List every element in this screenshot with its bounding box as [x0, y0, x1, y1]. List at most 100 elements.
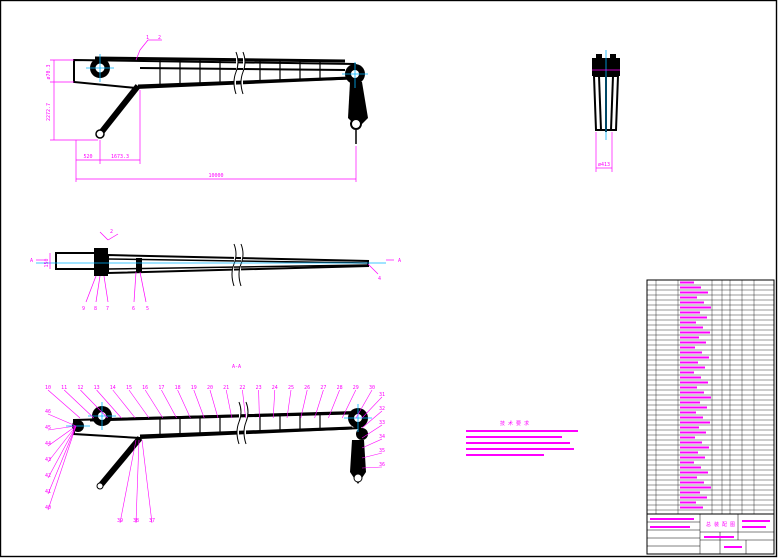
- balloon-44: 44: [45, 441, 51, 447]
- balloon-44-leader: [47, 425, 77, 447]
- balloon-29-leader: [341, 389, 357, 419]
- balloon-13: 13: [94, 385, 100, 391]
- balloon-46-leader: [47, 413, 77, 427]
- balloon-12-leader: [80, 389, 108, 419]
- balloon-26-leader: [300, 389, 308, 419]
- plan-balloon-2: 2: [110, 229, 113, 235]
- balloon-27-leader: [314, 389, 324, 419]
- balloon-24: 24: [272, 385, 278, 391]
- break-line: [233, 51, 246, 95]
- balloon-33: 33: [379, 420, 385, 426]
- plan-balloon-6: 6: [132, 306, 135, 312]
- balloon-22-leader: [242, 389, 246, 419]
- balloon-17: 17: [158, 385, 164, 391]
- boom-struts: [159, 58, 321, 86]
- balloon-16-leader: [144, 389, 164, 419]
- balloon-28: 28: [337, 385, 343, 391]
- balloon-45-leader: [47, 425, 77, 431]
- balloon-37: 37: [149, 518, 155, 524]
- balloon-39-leader: [119, 439, 137, 524]
- technical-notes: 技 术 要 求: [466, 420, 578, 456]
- section-mark-left: A: [30, 258, 33, 264]
- balloon-26: 26: [304, 385, 310, 391]
- balloon-42: 42: [45, 473, 51, 479]
- balloon-35-leader: [361, 452, 383, 459]
- boom-rail-bottom: [137, 76, 351, 88]
- hook-arm: [348, 82, 368, 128]
- balloon-13-leader: [96, 389, 122, 419]
- balloon-41-leader: [47, 425, 77, 495]
- side-view: ø413: [592, 50, 620, 172]
- balloon-42-leader: [47, 425, 77, 479]
- balloon-19-leader: [193, 389, 205, 419]
- balloon-27: 27: [320, 385, 326, 391]
- balloon-20: 20: [207, 385, 213, 391]
- balloon-30: 30: [369, 385, 375, 391]
- balloon-15-leader: [128, 389, 150, 419]
- title-block: 总 装 配 图: [646, 513, 775, 555]
- dim-mid: 1673.3: [111, 154, 129, 160]
- notes-title: 技 术 要 求: [500, 420, 529, 427]
- dim-left: 520: [83, 154, 92, 160]
- balloon-40: 40: [45, 505, 51, 511]
- boom-rail-mid: [139, 67, 346, 71]
- balloon-10: 10: [45, 385, 51, 391]
- balloon-37-leader: [141, 439, 153, 524]
- balloon-33-leader: [361, 424, 383, 439]
- balloon-38-leader: [135, 439, 140, 524]
- balloon-15: 15: [126, 385, 132, 391]
- balloon-20-leader: [209, 389, 219, 419]
- balloon-16: 16: [142, 385, 148, 391]
- balloon-24-leader: [272, 389, 276, 419]
- section-mark-right: A: [398, 258, 401, 264]
- balloon-38: 38: [133, 518, 139, 524]
- balloon-12: 12: [77, 385, 83, 391]
- plan-balloon-9: 9: [82, 306, 85, 312]
- balloon-40-leader: [47, 425, 77, 511]
- balloon-45: 45: [45, 425, 51, 431]
- top-view: ø70.3 2272.7 520 1673.3 10000 1 2: [46, 35, 368, 182]
- section-title: A-A: [232, 364, 241, 370]
- balloon-14-leader: [112, 389, 136, 419]
- balloon-46: 46: [45, 409, 51, 415]
- balloon-18-leader: [177, 389, 191, 419]
- balloon-30-leader: [355, 389, 373, 419]
- balloon-25-leader: [286, 389, 292, 419]
- parts-list: [646, 279, 775, 515]
- balloon-18: 18: [175, 385, 181, 391]
- dim-height: 2272.7: [46, 103, 52, 121]
- balloon-28-leader: [328, 389, 340, 419]
- balloon-23: 23: [256, 385, 262, 391]
- dim-total: 10000: [208, 173, 223, 179]
- plan-view: A A 150 2 9 8 7 6 5 4: [30, 229, 401, 312]
- plan-balloon-4: 4: [378, 276, 381, 282]
- balloon-21-leader: [225, 389, 233, 419]
- balloon-36-leader: [361, 466, 383, 469]
- balloon-23-leader: [258, 389, 260, 419]
- balloon-11: 11: [61, 385, 67, 391]
- balloon-31: 31: [379, 392, 385, 398]
- balloon-25: 25: [288, 385, 294, 391]
- balloon-32-leader: [361, 410, 383, 429]
- balloon-41: 41: [45, 489, 51, 495]
- balloon-29: 29: [353, 385, 359, 391]
- brace: [97, 84, 141, 136]
- dim-small: ø70.3: [46, 64, 52, 79]
- balloon-11-leader: [63, 389, 95, 419]
- plan-balloon-7: 7: [106, 306, 109, 312]
- balloon-2: 2: [158, 35, 161, 41]
- balloon-39: 39: [117, 518, 123, 524]
- balloon-35: 35: [379, 448, 385, 454]
- balloon-34: 34: [379, 434, 385, 440]
- balloon-32: 32: [379, 406, 385, 412]
- balloon-14: 14: [110, 385, 116, 391]
- balloon-34-leader: [361, 438, 383, 449]
- balloon-43: 43: [45, 457, 51, 463]
- balloon-36: 36: [379, 462, 385, 468]
- plan-dim: 150: [44, 258, 50, 267]
- balloon-1: 1: [146, 35, 149, 41]
- side-dim: ø413: [598, 162, 610, 168]
